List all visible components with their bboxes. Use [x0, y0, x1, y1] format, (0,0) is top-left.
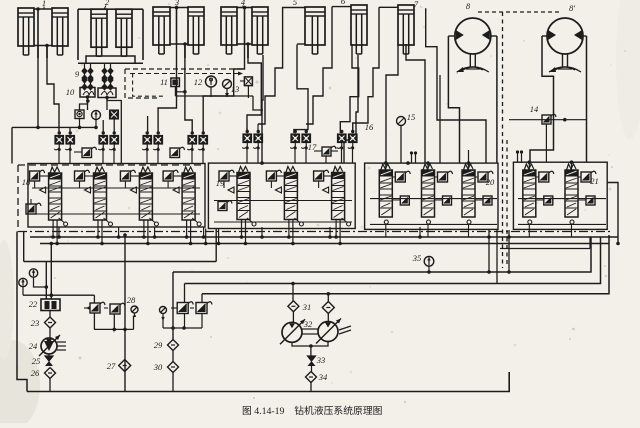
svg-text:3: 3 [174, 0, 179, 7]
svg-text:20: 20 [486, 177, 495, 187]
svg-text:10: 10 [66, 87, 75, 97]
svg-text:32: 32 [303, 319, 313, 329]
svg-text:29: 29 [154, 340, 163, 350]
svg-text:16: 16 [365, 122, 374, 132]
svg-text:8: 8 [466, 1, 471, 11]
svg-text:7: 7 [414, 0, 419, 9]
svg-text:31: 31 [302, 302, 312, 312]
svg-text:5: 5 [293, 0, 297, 7]
svg-text:2: 2 [105, 0, 110, 7]
svg-text:图 4.14-19 钻机液压系统原理图: 图 4.14-19 钻机液压系统原理图 [242, 404, 382, 417]
svg-text:23: 23 [31, 318, 40, 328]
svg-text:25: 25 [32, 356, 41, 366]
svg-text:33: 33 [316, 355, 326, 365]
svg-text:24: 24 [29, 341, 38, 351]
svg-text:8': 8' [569, 3, 575, 13]
svg-text:19: 19 [216, 178, 225, 188]
svg-text:4: 4 [241, 0, 246, 7]
svg-text:12: 12 [194, 77, 203, 87]
svg-text:26: 26 [31, 368, 40, 378]
svg-text:11: 11 [160, 77, 168, 87]
svg-text:14: 14 [530, 104, 539, 114]
svg-text:18: 18 [22, 177, 31, 187]
svg-text:34: 34 [318, 372, 328, 382]
svg-text:35: 35 [412, 253, 422, 263]
svg-text:6: 6 [341, 0, 346, 6]
svg-text:22: 22 [29, 299, 38, 309]
svg-text:15: 15 [407, 112, 416, 122]
svg-text:1: 1 [42, 0, 46, 8]
svg-text:17: 17 [308, 142, 317, 152]
svg-text:28: 28 [127, 295, 136, 305]
svg-text:9: 9 [75, 69, 80, 79]
svg-text:13: 13 [231, 84, 240, 94]
svg-text:27: 27 [107, 361, 116, 371]
svg-text:30: 30 [153, 362, 163, 372]
svg-text:21: 21 [590, 176, 599, 186]
